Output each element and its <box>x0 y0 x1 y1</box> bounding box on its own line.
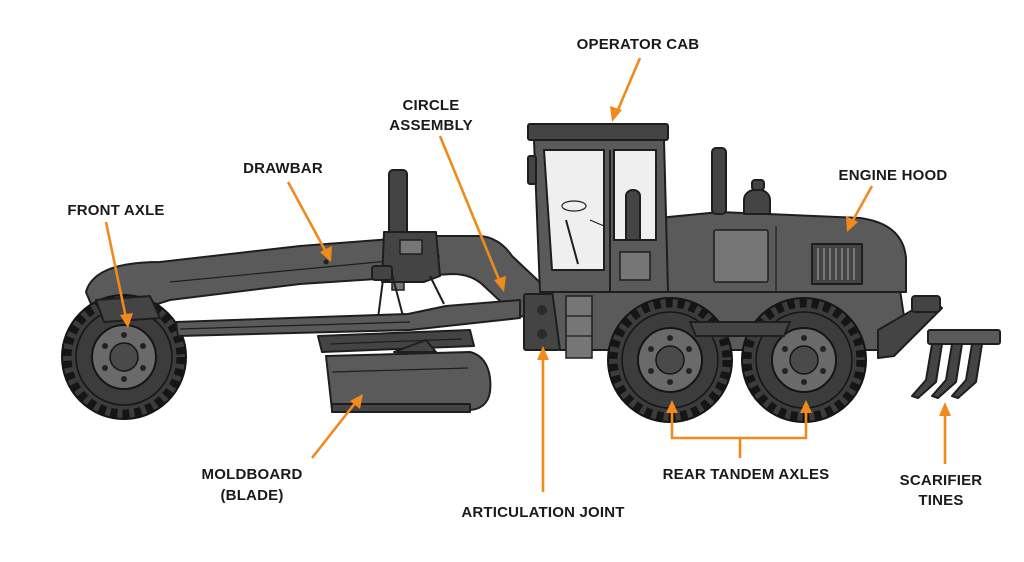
label-moldboard-line2: (BLADE) <box>220 487 283 504</box>
exhaust-stack <box>711 147 727 215</box>
rear-wheel-1 <box>608 298 732 422</box>
label-operator-cab: OPERATOR CAB <box>577 36 700 53</box>
engine-hood <box>657 211 907 293</box>
motor-grader <box>62 123 1001 422</box>
rear-wheel-2 <box>742 298 866 422</box>
label-circle-assembly-line2: ASSEMBLY <box>389 117 473 134</box>
label-front-axle: FRONT AXLE <box>67 202 164 219</box>
label-engine-hood: ENGINE HOOD <box>839 167 948 184</box>
callout-labels: OPERATOR CAB CIRCLE ASSEMBLY DRAWBAR ENG… <box>67 36 982 521</box>
label-scarifier-line2: TINES <box>918 492 963 509</box>
label-scarifier-line1: SCARIFIER <box>900 472 983 489</box>
scarifier <box>877 295 1001 399</box>
callout-arrows <box>104 57 951 492</box>
label-drawbar: DRAWBAR <box>243 160 323 177</box>
operator-cab <box>527 123 669 293</box>
label-moldboard-line1: MOLDBOARD <box>202 466 303 483</box>
label-articulation-joint: ARTICULATION JOINT <box>461 504 624 521</box>
label-rear-tandem-axles: REAR TANDEM AXLES <box>663 466 830 483</box>
label-circle-assembly-line1: CIRCLE <box>402 97 459 114</box>
moldboard-blade <box>325 351 492 411</box>
engine-grille <box>811 243 863 285</box>
